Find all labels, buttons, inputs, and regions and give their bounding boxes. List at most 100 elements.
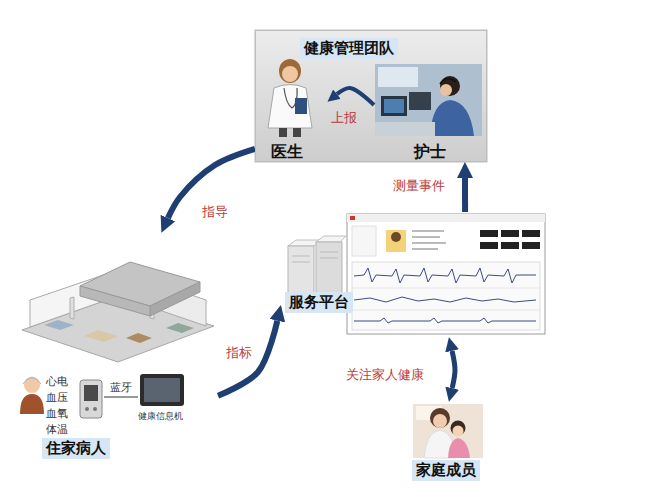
nurse-photo	[440, 78, 456, 84]
family-photo	[413, 404, 483, 458]
house-illustration	[150, 282, 200, 316]
house-illustration	[80, 286, 150, 316]
doctor-illustration	[282, 66, 298, 82]
platform-screen	[354, 297, 536, 302]
platform-screen	[391, 232, 401, 242]
server-towers	[292, 262, 310, 263]
platform-screen	[347, 214, 545, 334]
platform-screen	[501, 242, 519, 249]
server-towers	[288, 236, 346, 298]
nurse-photo	[440, 84, 452, 96]
edge-label: 指导	[202, 204, 228, 220]
node-label: 医生	[267, 141, 307, 163]
monitor-device	[93, 407, 97, 411]
house-illustration	[166, 323, 194, 333]
health-terminal	[140, 374, 184, 406]
doctor-illustration	[268, 59, 312, 137]
platform-screen	[522, 242, 540, 249]
nurse-photo	[378, 67, 418, 87]
server-towers	[292, 256, 310, 257]
house-illustration	[44, 320, 74, 330]
doctor-illustration	[279, 128, 287, 137]
nurse-photo	[375, 122, 435, 136]
server-towers	[320, 252, 338, 253]
house-illustration	[70, 297, 74, 319]
health-terminal	[144, 378, 180, 402]
health-terminal	[140, 374, 184, 406]
platform-screen	[347, 214, 545, 334]
patient-icon	[23, 377, 41, 384]
edge-label: 关注家人健康	[346, 367, 424, 383]
platform-screen	[352, 226, 376, 256]
doctor-illustration	[295, 98, 307, 114]
device-label: 血氧	[46, 407, 68, 420]
flow-arrow	[218, 321, 277, 396]
device-label: 健康信息机	[138, 411, 183, 422]
monitor-device	[85, 407, 89, 411]
monitor-device	[80, 380, 102, 418]
nurse-photo	[409, 92, 431, 110]
house-illustration	[126, 333, 152, 343]
family-photo	[413, 404, 483, 458]
family-photo	[453, 426, 464, 437]
platform-screen	[412, 230, 444, 232]
node-label: 家庭成员	[412, 460, 480, 481]
nurse-photo	[384, 99, 404, 113]
server-towers	[320, 258, 338, 259]
platform-screen	[522, 230, 540, 237]
platform-screen	[354, 318, 536, 323]
platform-screen	[352, 288, 540, 289]
doctor-illustration	[293, 128, 301, 137]
patient-icon	[20, 377, 44, 414]
flow-arrow	[452, 351, 455, 388]
platform-screen	[354, 268, 536, 283]
service-platform-box: 服务平台	[283, 212, 548, 337]
nurse-photo	[440, 76, 460, 96]
patient-icon	[20, 394, 44, 414]
node-label: 住家病人	[42, 438, 110, 459]
platform-screen	[412, 242, 446, 244]
nurse-box: 护士	[374, 65, 484, 165]
server-towers	[288, 246, 314, 298]
house-illustration	[84, 330, 118, 342]
house-illustration	[22, 262, 214, 362]
platform-screen	[352, 310, 540, 311]
team-panel: 健康管理团队医生 护士	[255, 30, 487, 162]
device-label: 血压	[46, 391, 68, 404]
nurse-photo	[430, 100, 474, 136]
platform-screen	[412, 236, 440, 238]
doctor-illustration	[268, 85, 312, 129]
node-label: 服务平台	[285, 292, 353, 313]
monitor-device	[80, 380, 102, 418]
family-photo	[451, 421, 466, 436]
team-panel-ground	[255, 30, 487, 162]
bluetooth-link	[104, 397, 138, 398]
family-photo	[433, 414, 447, 428]
platform-screen	[347, 214, 545, 222]
edge-label: 指标	[226, 345, 252, 361]
platform-screen	[501, 230, 519, 237]
platform-screen	[350, 216, 355, 220]
edge-label: 上报	[331, 110, 357, 126]
platform-screen	[480, 242, 498, 249]
platform-screen	[480, 230, 498, 237]
platform-screen	[386, 230, 406, 252]
flow-arrow	[337, 88, 374, 105]
device-label: 蓝牙	[110, 381, 132, 394]
nurse-photo	[375, 64, 482, 136]
edge-label: 测量事件	[393, 178, 445, 194]
device-label: 心电	[46, 375, 68, 388]
monitor-device	[84, 385, 98, 401]
node-label: 健康管理团队	[300, 38, 398, 59]
server-towers	[316, 242, 342, 296]
node-label: 护士	[410, 141, 450, 163]
doctor-illustration	[279, 59, 301, 83]
nurse-photo	[375, 64, 482, 136]
flow-arrow	[462, 178, 468, 212]
family-member-box: 家庭成员	[410, 402, 486, 484]
